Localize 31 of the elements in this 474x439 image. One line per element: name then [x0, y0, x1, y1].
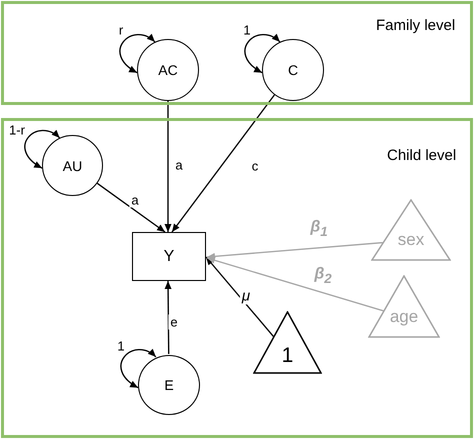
- edge-label: 1: [115, 338, 127, 354]
- path-arrow: [96, 182, 166, 233]
- constant-triangle: [368, 275, 440, 338]
- node-label: AU: [62, 158, 82, 174]
- node-label: E: [164, 377, 174, 393]
- constant-triangle: [371, 199, 451, 261]
- path-arrow: [171, 94, 275, 232]
- constant-triangle: [253, 311, 322, 374]
- panel-heading: Family level: [376, 17, 456, 34]
- node-label: Y: [164, 248, 174, 266]
- path-arrow: [164, 101, 172, 232]
- path-arrow: [206, 256, 274, 337]
- node-label: C: [288, 62, 298, 78]
- variance-arrow: [119, 34, 156, 74]
- edge-label: 1-r: [7, 122, 27, 138]
- level-panel: [1, 118, 473, 438]
- variance-arrow: [24, 130, 60, 169]
- observed-variable-box: [132, 232, 206, 281]
- path-arrow: [206, 256, 384, 312]
- node-label: sex: [396, 230, 426, 250]
- panel-heading: Child level: [387, 147, 456, 164]
- variance-arrow: [244, 34, 280, 74]
- node-label: 1: [280, 342, 294, 368]
- node-label: AC: [158, 62, 178, 78]
- edge-label: 1: [241, 22, 253, 38]
- level-panel: [1, 1, 473, 105]
- path-arrow: [206, 242, 383, 260]
- edge-label: e: [168, 314, 180, 330]
- node-label: age: [388, 306, 420, 327]
- variance-arrow: [120, 348, 156, 388]
- path-arrow: [164, 281, 172, 354]
